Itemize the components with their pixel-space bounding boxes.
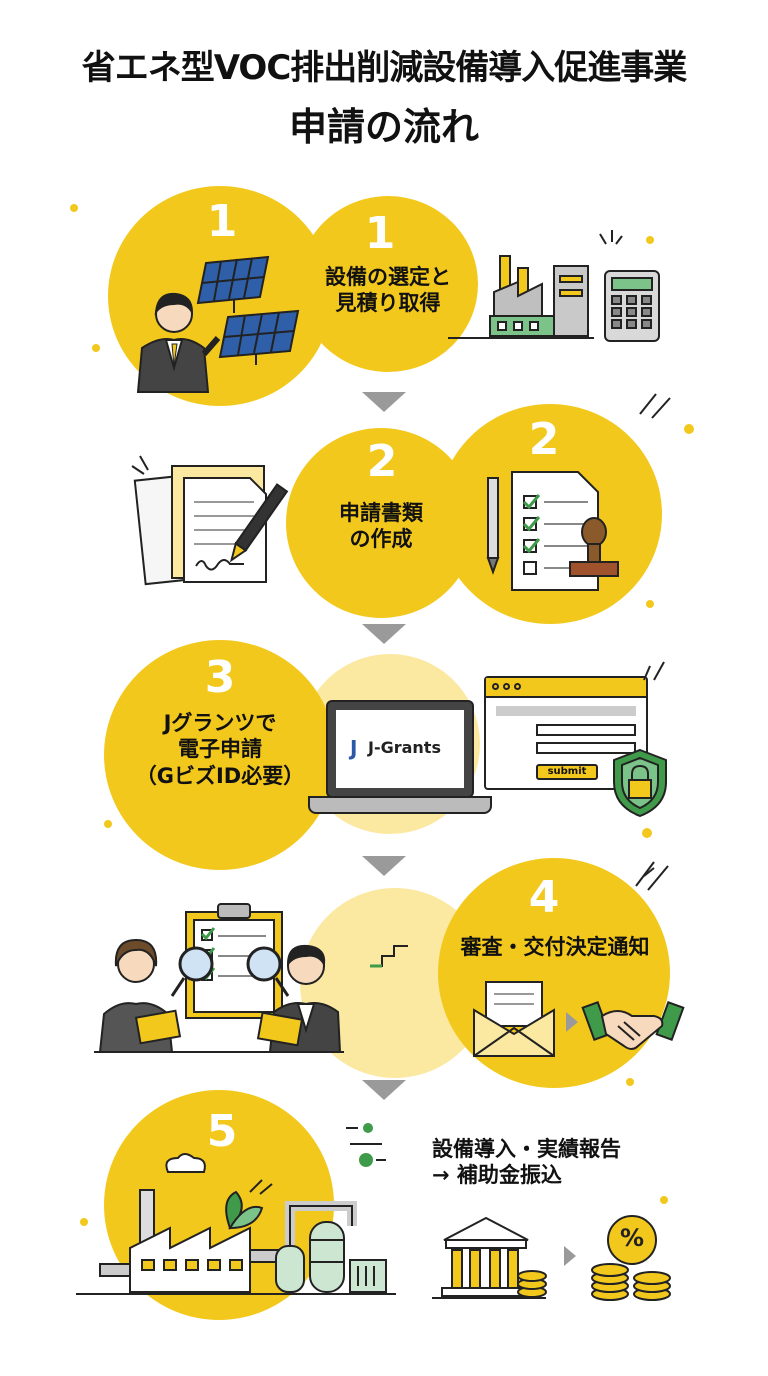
shield-lock-icon <box>613 748 667 818</box>
sparkle-lines-icon-4 <box>635 861 669 891</box>
step-5-number: 5 <box>206 1106 238 1157</box>
clipboard-icon <box>94 903 344 1053</box>
step-5-label-line1: 設備導入・実績報告 <box>432 1137 621 1161</box>
percent-symbol: % <box>619 1224 645 1252</box>
step-1-number: 1 <box>206 196 238 247</box>
decor-dot <box>104 820 112 828</box>
handshake-icon <box>581 1001 685 1050</box>
step-1-label-line2: 見積り取得 <box>335 291 441 316</box>
calculator-icon <box>604 270 660 342</box>
documents-icon <box>131 455 289 586</box>
step-1-badge: 1 <box>364 208 396 259</box>
factory-icon <box>448 255 594 339</box>
laptop-base <box>308 796 492 814</box>
eco-factory-icon <box>76 1153 396 1295</box>
step-2-number: 2 <box>366 436 398 487</box>
step-3-label-line3: （GビズID必要） <box>135 763 305 788</box>
small-arrow-icon-2 <box>564 1246 576 1266</box>
checklist-icon <box>486 471 619 591</box>
form-field-1 <box>496 706 636 716</box>
laptop-icon: J J-Grants <box>326 700 474 798</box>
step-2-label: 申請書類 の作成 <box>286 500 476 553</box>
step-4-label-line1: 審査・交付決定通知 <box>460 935 650 959</box>
decor-dot <box>80 1218 88 1226</box>
step-5-label-line2: → 補助金振込 <box>432 1163 562 1188</box>
form-field-3 <box>536 742 636 754</box>
reviewer-man-icon <box>256 944 342 1053</box>
stamp-icon <box>569 517 619 577</box>
step-3-number: 3 <box>204 652 236 703</box>
flow-arrow-4 <box>362 1080 406 1100</box>
decor-dot <box>646 236 654 244</box>
reviewer-woman-icon <box>98 938 182 1053</box>
jgrants-brand: J-Grants <box>368 738 441 757</box>
flow-indicator-icon <box>346 1123 386 1167</box>
small-arrow-icon <box>566 1012 578 1032</box>
magnifier-icon <box>170 946 290 997</box>
decor-dot <box>684 424 694 434</box>
step-1-label-line1: 設備の選定と <box>325 265 451 289</box>
laptop-screen: J J-Grants <box>336 710 464 788</box>
flow-arrow-1 <box>362 392 406 412</box>
step-2-label-line1: 申請書類 <box>339 501 423 525</box>
solar-panel-icon <box>196 255 300 365</box>
sparkle-lines-icon <box>599 230 623 245</box>
step-2-badge: 2 <box>528 414 560 465</box>
step-5-label: 設備導入・実績報告 → 補助金振込 <box>432 1136 692 1189</box>
step-2-label-line2: の作成 <box>349 527 413 552</box>
bank-icon <box>432 1216 547 1299</box>
sparkle-lines-icon-2 <box>639 393 671 419</box>
step-4-number: 4 <box>528 872 560 923</box>
decor-dot <box>92 344 100 352</box>
step-3-label-line2: 電子申請 <box>178 737 262 762</box>
step-1-circle-right <box>298 196 478 372</box>
step-1-label: 設備の選定と 見積り取得 <box>298 264 478 317</box>
web-form-titlebar <box>486 678 646 698</box>
flow-arrow-3 <box>362 856 406 876</box>
sub-title: 申請の流れ <box>288 105 479 149</box>
step-stairs-icon <box>370 945 408 968</box>
flow-arrow-2 <box>362 624 406 644</box>
businessman-icon <box>136 292 221 393</box>
decor-dot <box>642 828 652 838</box>
jgrants-logo-icon: J <box>350 736 358 760</box>
form-field-2 <box>536 724 636 736</box>
step-3-label: Jグランツで 電子申請 （GビズID必要） <box>104 710 336 789</box>
step-3-label-line1: Jグランツで <box>163 711 277 735</box>
decor-dot <box>660 1196 668 1204</box>
coins-icon: % <box>586 1212 678 1302</box>
decor-dot <box>70 204 78 212</box>
submit-button: submit <box>536 764 598 780</box>
sparkle-lines-icon-5 <box>249 1179 273 1195</box>
envelope-icon <box>473 981 555 1057</box>
step-4-label: 審査・交付決定通知 <box>430 934 680 960</box>
step-3-circle <box>104 640 336 870</box>
decor-dot <box>646 600 654 608</box>
bank-coins-icon <box>517 1270 547 1298</box>
sparkle-lines-icon-3 <box>643 661 665 681</box>
main-title: 省エネ型VOC排出削減設備導入促進事業 <box>81 48 688 88</box>
decor-dot <box>626 1078 634 1086</box>
